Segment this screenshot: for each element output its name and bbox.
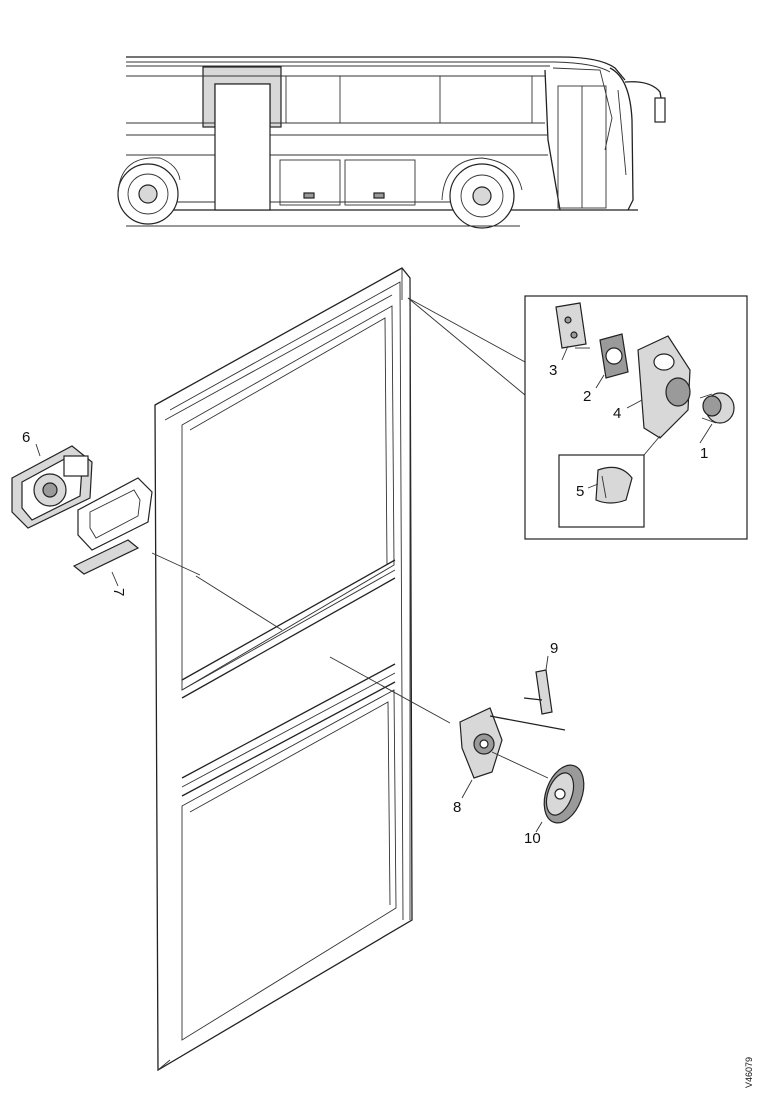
callout-7: 7 xyxy=(110,588,127,596)
knob-part-10 xyxy=(535,764,585,833)
callout-5: 5 xyxy=(576,483,584,500)
latch-bracket-part-3 xyxy=(555,302,590,349)
drawing-code: V46079 xyxy=(744,1057,754,1088)
bus-illustration xyxy=(117,56,666,229)
cover-part-5 xyxy=(595,466,633,504)
lock-cylinder-part-1 xyxy=(699,392,735,424)
callout-1: 1 xyxy=(700,445,708,462)
callout-labels: 1 2 3 4 5 6 7 8 9 10 xyxy=(22,362,708,847)
callout-6: 6 xyxy=(22,429,30,446)
rod-bracket-part-9 xyxy=(523,655,553,715)
callout-4: 4 xyxy=(613,405,621,422)
handle-housing-part-4 xyxy=(637,335,691,439)
leader-lines xyxy=(151,297,526,576)
lock-housing-part-2 xyxy=(599,333,629,379)
lock-assembly-part-6 xyxy=(11,443,93,529)
callout-8: 8 xyxy=(453,799,461,816)
lock-mechanism-part-8 xyxy=(459,707,566,799)
gasket-part-7 xyxy=(72,477,153,587)
luggage-door xyxy=(154,267,451,1072)
callout-10: 10 xyxy=(524,830,541,847)
callout-3: 3 xyxy=(549,362,557,379)
callout-9: 9 xyxy=(550,640,558,657)
detail-box xyxy=(524,295,748,540)
callout-2: 2 xyxy=(583,388,591,405)
